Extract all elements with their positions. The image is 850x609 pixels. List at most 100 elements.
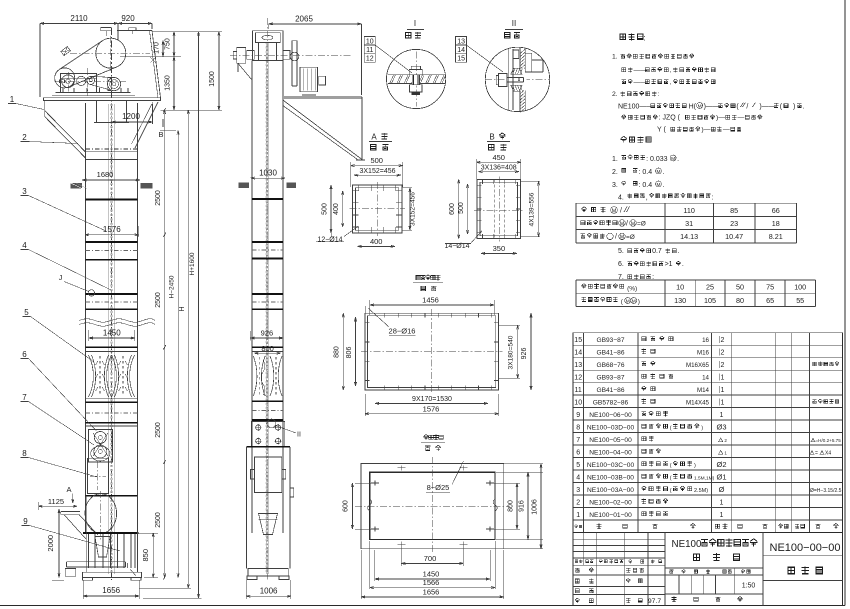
svg-text:25: 25 [706, 283, 714, 292]
svg-text:9X170=1530: 9X170=1530 [412, 396, 452, 403]
svg-text:500: 500 [370, 156, 383, 165]
svg-text:: JZQ (: : JZQ ( [659, 115, 681, 122]
svg-text:Ø2: Ø2 [716, 460, 726, 469]
svg-text::: : [652, 274, 654, 281]
svg-text:1200: 1200 [122, 112, 140, 121]
svg-text:6.: 6. [618, 261, 624, 268]
svg-text:1.: 1. [612, 54, 618, 61]
svg-text:6: 6 [576, 449, 580, 456]
svg-text:GB41−86: GB41−86 [596, 350, 624, 357]
svg-text:Ø=H−3.15/2.5: Ø=H−3.15/2.5 [810, 488, 842, 494]
svg-text:X4: X4 [825, 450, 831, 456]
svg-text:—: — [723, 127, 730, 134]
svg-text:13: 13 [574, 362, 582, 369]
svg-text:(%): (%) [627, 285, 637, 292]
svg-text:,: , [670, 68, 672, 74]
svg-text:1.5M,1M): 1.5M,1M) [694, 475, 715, 481]
svg-text:(: ( [670, 475, 672, 481]
svg-text:350: 350 [493, 244, 506, 253]
svg-text:M: M [631, 221, 635, 227]
svg-text:13: 13 [457, 38, 465, 45]
svg-text:): ) [694, 463, 696, 469]
svg-text:2: 2 [721, 362, 725, 369]
svg-text:916: 916 [518, 500, 525, 512]
svg-text:/: / [615, 234, 617, 241]
svg-text:H+1600: H+1600 [189, 252, 196, 275]
svg-text:2065: 2065 [295, 15, 313, 24]
svg-text:12−Ø14: 12−Ø14 [317, 237, 342, 244]
svg-text:6: 6 [22, 350, 27, 359]
svg-text:2: 2 [721, 350, 725, 357]
svg-text:M14X45: M14X45 [686, 399, 710, 406]
svg-text:): ) [701, 425, 703, 431]
svg-text:(: ( [621, 298, 624, 305]
svg-text:—: — [738, 115, 745, 122]
svg-text:2500: 2500 [155, 292, 162, 308]
svg-text:85: 85 [730, 206, 738, 215]
svg-text:: 0.4: : 0.4 [639, 169, 653, 176]
svg-text:Y (: Y ( [657, 127, 666, 134]
svg-text:110: 110 [683, 206, 694, 215]
svg-text:31: 31 [685, 219, 693, 228]
svg-text:1006: 1006 [260, 586, 278, 595]
svg-text:M: M [626, 299, 630, 305]
svg-text:NE100−03A−00: NE100−03A−00 [587, 487, 634, 494]
svg-text:1656: 1656 [423, 588, 440, 597]
svg-text:926: 926 [521, 348, 528, 360]
svg-text:——: —— [634, 79, 648, 86]
svg-text:1: 1 [10, 95, 15, 104]
svg-text:450: 450 [492, 153, 505, 162]
svg-text:1456: 1456 [422, 296, 439, 305]
svg-text:7: 7 [22, 393, 27, 402]
svg-text:14−Ø14: 14−Ø14 [444, 243, 469, 250]
svg-text:12: 12 [366, 56, 374, 63]
svg-text:: 0.4: : 0.4 [639, 182, 653, 189]
svg-text:2.: 2. [612, 169, 618, 176]
svg-text:5.: 5. [618, 248, 624, 255]
svg-text:M: M [657, 169, 661, 175]
svg-text:1:50: 1:50 [742, 583, 756, 590]
svg-text:105: 105 [704, 296, 716, 305]
svg-text:9: 9 [23, 517, 28, 526]
svg-text:)——: )—— [704, 104, 720, 111]
svg-text:55: 55 [796, 296, 804, 305]
svg-text:/: / [746, 104, 748, 111]
svg-text:750: 750 [165, 38, 172, 50]
svg-text:10.47: 10.47 [725, 232, 743, 241]
svg-text:10: 10 [366, 38, 374, 45]
svg-text:2.: 2. [612, 91, 618, 98]
svg-text:)—: )— [716, 115, 725, 122]
svg-text:97.7: 97.7 [648, 598, 661, 605]
svg-text:NE100−02−00: NE100−02−00 [589, 499, 632, 506]
svg-text:1450: 1450 [423, 570, 440, 579]
svg-text:880: 880 [334, 346, 341, 358]
svg-text:): ) [793, 104, 795, 111]
svg-text:15: 15 [457, 56, 465, 63]
svg-text::: : [712, 195, 714, 202]
svg-text:1030: 1030 [259, 169, 277, 178]
svg-text:M: M [620, 221, 624, 227]
svg-text:8: 8 [576, 424, 580, 431]
svg-text:800: 800 [507, 500, 514, 512]
svg-text:(: ( [670, 463, 672, 469]
svg-text:NE100−06−00: NE100−06−00 [589, 412, 632, 419]
svg-text:1: 1 [721, 387, 725, 394]
svg-text:926: 926 [261, 329, 274, 338]
svg-text:GB5782−86: GB5782−86 [593, 399, 629, 406]
svg-text:700: 700 [424, 554, 437, 563]
svg-text:GB93−87: GB93−87 [596, 337, 624, 344]
svg-text:M: M [632, 299, 636, 305]
svg-text:15: 15 [574, 337, 582, 344]
svg-text:I: I [414, 19, 416, 28]
svg-text:8: 8 [22, 449, 27, 458]
svg-text:NE100−03C−00: NE100−03C−00 [587, 462, 635, 469]
svg-text:8.21: 8.21 [769, 232, 783, 241]
svg-text:14.13: 14.13 [680, 232, 698, 241]
svg-text:7.: 7. [618, 274, 624, 281]
svg-text:500: 500 [322, 203, 329, 215]
svg-text:2: 2 [721, 337, 725, 344]
svg-text:9: 9 [576, 412, 580, 419]
svg-text:18: 18 [772, 219, 780, 228]
svg-text:NE100−03D−00: NE100−03D−00 [587, 424, 635, 431]
svg-text:H: H [179, 306, 186, 311]
